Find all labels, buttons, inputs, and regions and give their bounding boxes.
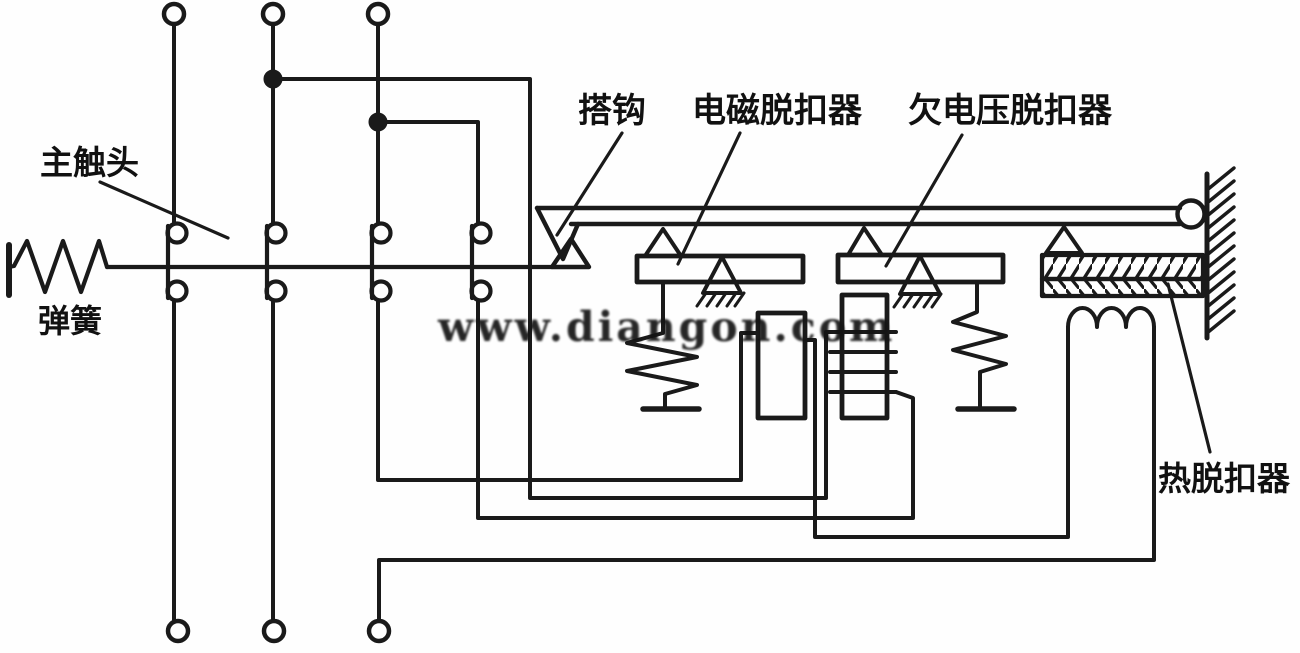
- label-electromagnetic-release: 电磁脱扣器: [692, 92, 863, 130]
- bimetal-strip-bottom: [1039, 276, 1206, 299]
- heater-element-coil: [1066, 306, 1156, 329]
- wall-hatching: [1205, 166, 1236, 335]
- contact-fixed-upper: [264, 221, 288, 245]
- top-terminal-3: [365, 1, 391, 27]
- leader-lines: [98, 131, 1212, 454]
- label-main-contact: 主触头: [40, 145, 139, 182]
- lever-hinge: [1175, 198, 1207, 230]
- pole-3-tap-to-aux-contact: [376, 120, 480, 225]
- heater-to-bottom-terminal: [377, 325, 1156, 623]
- thermal-release-unit: [1039, 225, 1206, 329]
- em-coil: [755, 310, 808, 421]
- latch-hook-shape: [534, 205, 581, 262]
- spring-zigzag: [6, 238, 110, 295]
- wiring: [172, 22, 1156, 623]
- bottom-terminal-3: [366, 618, 392, 644]
- fixed-wall: [1204, 166, 1236, 341]
- uv-coil-windings: [828, 330, 898, 394]
- operating-spring: [6, 238, 110, 298]
- em-push-triangle: [643, 227, 683, 258]
- contact-fixed-upper: [165, 221, 189, 245]
- bimetal-strip-top: [1039, 252, 1206, 282]
- uv-pivot-ground-hatch: [892, 292, 943, 309]
- labels: 主触头 弹簧 搭钩 电磁脱扣器 欠电压脱扣器 热脱扣器: [38, 91, 1291, 498]
- bimetal-push-triangle: [1044, 225, 1084, 255]
- top-terminal-2: [260, 1, 286, 27]
- contact-fixed-lower: [469, 279, 493, 303]
- contact-fixed-lower: [264, 279, 288, 303]
- leader-thermal-release: [1166, 282, 1212, 454]
- contact-fixed-upper: [369, 221, 393, 245]
- bottom-terminal-2: [261, 618, 287, 644]
- em-coil-to-heater: [803, 325, 1070, 539]
- leader-latch-hook: [555, 131, 624, 237]
- label-spring: 弹簧: [38, 303, 102, 339]
- contact-fixed-lower: [165, 279, 189, 303]
- aux-contact-to-uv-coil: [476, 299, 915, 520]
- contact-fixed-lower: [369, 279, 393, 303]
- em-return-spring: [625, 280, 699, 409]
- site-watermark: www.diangon.com: [437, 303, 895, 351]
- main-contacts: [104, 221, 555, 303]
- electromagnetic-release-unit: [625, 227, 808, 421]
- leader-main-contact: [98, 180, 230, 240]
- pole-2-tap-to-uv-coil: [271, 77, 844, 500]
- leader-electromagnetic-release: [676, 131, 742, 266]
- uv-return-spring: [951, 280, 1008, 409]
- leader-undervoltage-release: [884, 133, 964, 268]
- contact-fixed-upper: [469, 221, 493, 245]
- trip-lever-assembly: [534, 198, 1207, 270]
- junction-dot: [368, 112, 388, 132]
- latch-seat-shape: [549, 236, 592, 270]
- uv-pivot-triangle: [898, 254, 942, 296]
- label-latch-hook: 搭钩: [578, 92, 646, 130]
- junction-dot: [263, 69, 283, 89]
- label-thermal-release: 热脱扣器: [1158, 461, 1291, 498]
- label-undervoltage-release: 欠电压脱扣器: [908, 91, 1113, 130]
- terminals: [161, 1, 392, 644]
- em-armature-bar: [634, 253, 806, 285]
- uv-coil: [839, 292, 890, 421]
- uv-push-triangle: [846, 226, 884, 257]
- top-terminal-1: [161, 1, 187, 27]
- undervoltage-release-unit: [828, 226, 1017, 421]
- em-pivot-ground-hatch: [695, 291, 746, 308]
- bottom-terminal-1: [165, 618, 191, 644]
- em-pivot-triangle: [701, 255, 743, 295]
